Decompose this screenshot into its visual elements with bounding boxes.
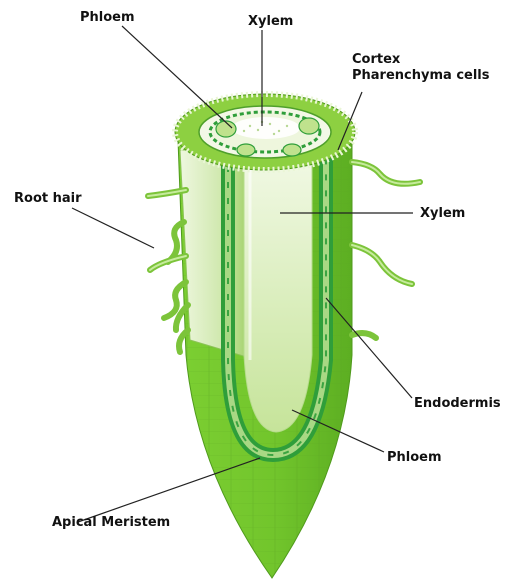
- label-endodermis: Endodermis: [414, 396, 501, 412]
- label-cortex: Cortex: [352, 52, 400, 68]
- cut-away-face: [180, 150, 250, 358]
- label-apical-meristem: Apical Meristem: [52, 515, 170, 531]
- label-pharenchyma-cells: Pharenchyma cells: [352, 68, 490, 84]
- label-xylem-right: Xylem: [420, 206, 465, 222]
- label-phloem-top: Phloem: [80, 10, 135, 26]
- label-phloem-right: Phloem: [387, 450, 442, 466]
- label-xylem-top: Xylem: [248, 14, 293, 30]
- label-root-hair: Root hair: [14, 191, 82, 207]
- vascular-core: [244, 150, 312, 432]
